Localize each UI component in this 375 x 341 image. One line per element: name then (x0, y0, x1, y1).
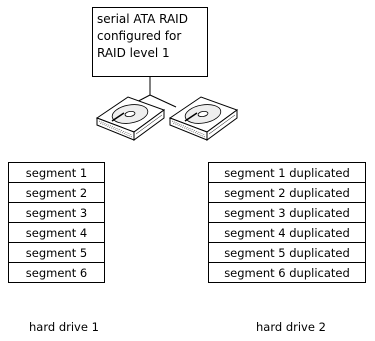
segment-cell: segment 1 (8, 162, 105, 183)
raid-config-box: serial ATA RAID configured for RAID leve… (92, 7, 208, 77)
segment-cell: segment 6 duplicated (208, 262, 366, 283)
raid-config-line-2: configured for (97, 29, 182, 43)
hard-drive-2-segments: segment 1 duplicated segment 2 duplicate… (208, 162, 366, 283)
segment-cell: segment 3 duplicated (208, 202, 366, 223)
raid-config-line-1: serial ATA RAID (97, 12, 188, 26)
hard-drive-icon (168, 96, 239, 141)
segment-cell: segment 4 (8, 222, 105, 243)
segment-cell: segment 4 duplicated (208, 222, 366, 243)
segment-cell: segment 2 duplicated (208, 182, 366, 203)
segment-cell: segment 1 duplicated (208, 162, 366, 183)
segment-cell: segment 2 (8, 182, 105, 203)
segment-cell: segment 6 (8, 262, 105, 283)
hard-drive-icon (95, 96, 166, 141)
hard-drive-1-segments: segment 1 segment 2 segment 3 segment 4 … (8, 162, 105, 283)
raid-config-line-3: RAID level 1 (97, 46, 170, 60)
segment-cell: segment 5 (8, 242, 105, 263)
hard-drive-1-label: hard drive 1 (29, 320, 99, 334)
segment-cell: segment 5 duplicated (208, 242, 366, 263)
connector-lines (95, 77, 239, 141)
connector-right (149, 94, 177, 108)
segment-cell: segment 3 (8, 202, 105, 223)
hard-drive-2-label: hard drive 2 (256, 320, 326, 334)
